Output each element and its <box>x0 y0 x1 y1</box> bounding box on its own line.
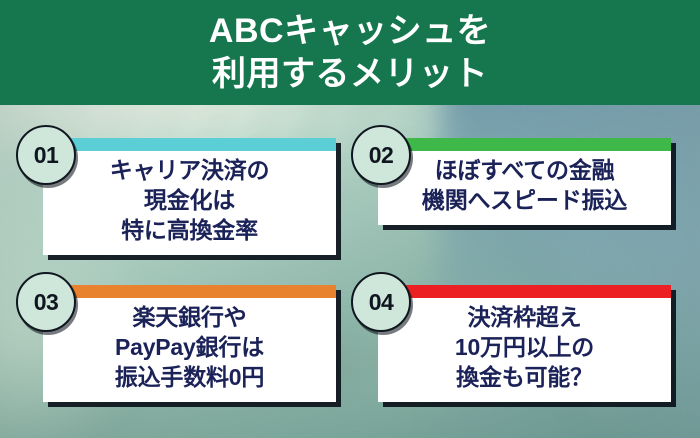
card-accent-bar-01 <box>43 138 336 151</box>
header-band: ABCキャッシュを 利用するメリット <box>0 0 700 105</box>
benefit-card-02[interactable]: ほぼすべての金融 機関へスピード振込 <box>378 138 671 225</box>
card-accent-bar-02 <box>378 138 671 151</box>
card-number-badge-04: 04 <box>351 272 411 332</box>
card-number-label-02: 02 <box>368 141 394 168</box>
card-number-badge-01: 01 <box>16 125 76 185</box>
card-accent-bar-03 <box>43 285 336 298</box>
card-number-label-01: 01 <box>33 141 59 168</box>
benefits-card-grid: キャリア決済の 現金化は 特に高換金率 01 ほぼすべての金融 機関へスピード振… <box>0 105 700 438</box>
card-body-01: キャリア決済の 現金化は 特に高換金率 <box>43 151 336 255</box>
card-text-02: ほぼすべての金融 機関へスピード振込 <box>421 157 628 213</box>
page-title: ABCキャッシュを 利用するメリット <box>208 12 492 93</box>
card-number-badge-02: 02 <box>351 125 411 185</box>
card-number-label-03: 03 <box>33 288 59 315</box>
benefit-card-01[interactable]: キャリア決済の 現金化は 特に高換金率 <box>43 138 336 255</box>
card-body-02: ほぼすべての金融 機関へスピード振込 <box>378 151 671 225</box>
card-text-01: キャリア決済の 現金化は 特に高換金率 <box>109 157 270 243</box>
benefit-card-03[interactable]: 楽天銀行や PayPay銀行は 振込手数料0円 <box>43 285 336 402</box>
card-number-badge-03: 03 <box>16 272 76 332</box>
card-body-04: 決済枠超え 10万円以上の 換金も可能？ <box>378 298 671 402</box>
card-body-03: 楽天銀行や PayPay銀行は 振込手数料0円 <box>43 298 336 402</box>
card-text-03: 楽天銀行や PayPay銀行は 振込手数料0円 <box>114 304 265 390</box>
card-number-label-04: 04 <box>368 288 394 315</box>
card-text-04: 決済枠超え 10万円以上の 換金も可能？ <box>454 304 595 390</box>
benefit-card-04[interactable]: 決済枠超え 10万円以上の 換金も可能？ <box>378 285 671 402</box>
card-accent-bar-04 <box>378 285 671 298</box>
